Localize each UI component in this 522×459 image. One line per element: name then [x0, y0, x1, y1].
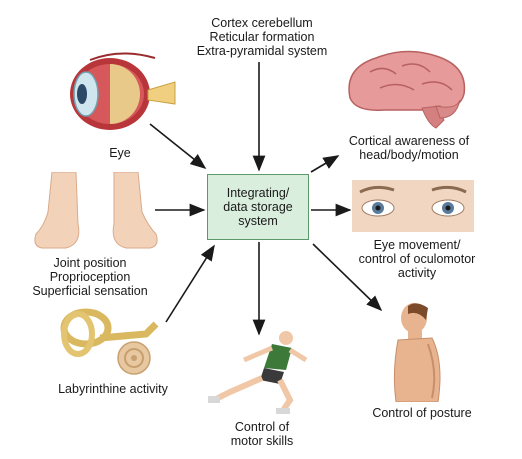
integrating-system-label: Integrating/ data storage system — [223, 186, 293, 228]
posture-label: Control of posture — [372, 406, 472, 420]
integrating-system-box: Integrating/ data storage system — [207, 174, 309, 240]
eye-anatomy-icon — [70, 52, 176, 130]
running-boy-icon — [208, 331, 308, 414]
joint-position-label: Joint position Proprioception Superficia… — [32, 256, 148, 298]
brain-icon — [348, 50, 466, 129]
labyrinthine-label: Labyrinthine activity — [58, 382, 168, 396]
motor-skills-label: Control of motor skills — [230, 420, 294, 448]
arrow-ear-to-center — [165, 244, 215, 323]
eye-movement-label: Eye movement/ control of oculomotor acti… — [358, 238, 476, 280]
cortical-awareness-label: Cortical awareness of head/body/motion — [348, 134, 470, 162]
arrow-center-to-cortical — [310, 155, 340, 173]
top-input-label: Cortex cerebellum Reticular formation Ex… — [196, 16, 328, 58]
torso-icon — [393, 303, 441, 402]
arrow-center-to-posture — [312, 243, 383, 312]
feet-icon — [34, 172, 158, 249]
arrow-eye-to-center — [149, 123, 207, 169]
inner-ear-icon — [60, 308, 159, 375]
eyes-face-icon — [352, 180, 474, 232]
eye-label: Eye — [109, 146, 131, 160]
